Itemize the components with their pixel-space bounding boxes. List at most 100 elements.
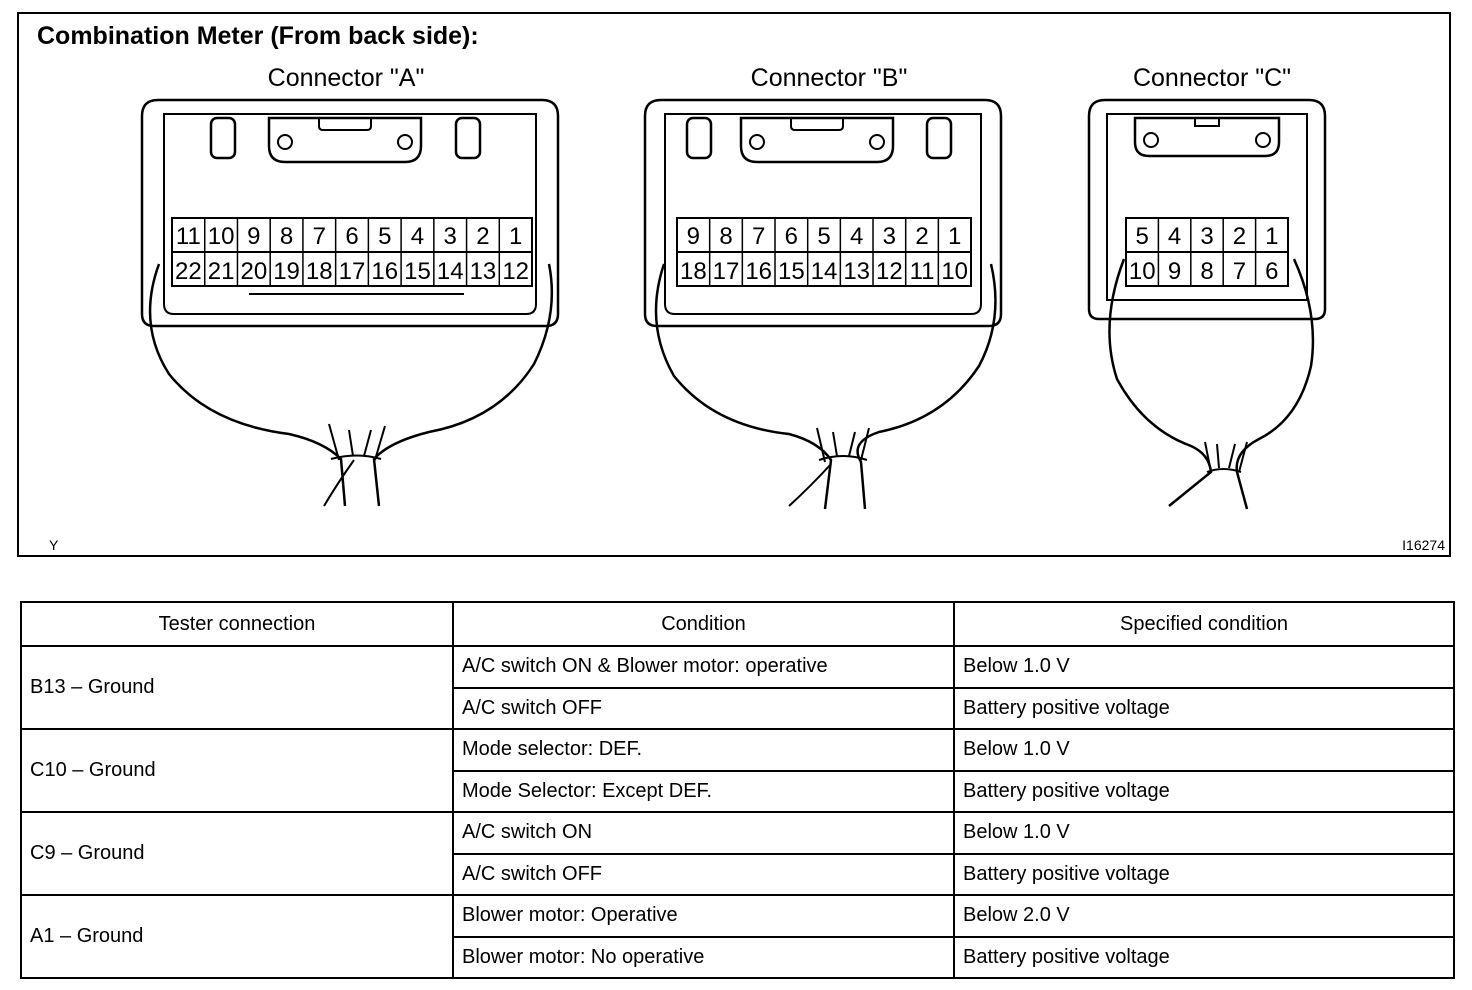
tester-connection-cell: C9 – Ground	[20, 811, 454, 896]
connector-a-clip-right	[454, 116, 482, 160]
connector-a-harness-right	[372, 263, 554, 507]
connector-b-clip-right	[925, 116, 953, 160]
connector-diagram: Combination Meter (From back side): Conn…	[17, 12, 1451, 557]
connector-b-housing	[643, 98, 1003, 328]
connector-b-inner	[664, 113, 982, 315]
connector-c-pin-10: 10	[1129, 258, 1156, 285]
connector-a-housing	[140, 98, 560, 328]
connector-c-label: Connector "C"	[1133, 64, 1291, 92]
connector-b-pin-10: 10	[941, 258, 968, 285]
connector-b-pin-1: 1	[948, 223, 961, 250]
specified-cell: Below 2.0 V	[953, 894, 1455, 938]
connector-a-pin-6: 6	[345, 223, 358, 250]
connector-b-pin-9: 9	[687, 223, 700, 250]
connector-b-label: Connector "B"	[751, 64, 908, 92]
connector-c-pin-9: 9	[1168, 258, 1181, 285]
connector-c-harness-right	[1235, 258, 1315, 510]
connector-c-hole-right	[1255, 132, 1271, 148]
condition-cell: A/C switch OFF	[452, 852, 955, 896]
connector-a-pin-10: 10	[208, 223, 235, 250]
connector-a-pin-1: 1	[509, 223, 522, 250]
connector-b-pin-8: 8	[719, 223, 732, 250]
connector-b-wire-bundle	[818, 455, 868, 461]
connector-a-pin-19: 19	[273, 258, 300, 285]
connector-b-pin-13: 13	[843, 258, 870, 285]
connector-c-notch	[1194, 118, 1220, 127]
connector-b-pin-15: 15	[778, 258, 805, 285]
condition-cell: A/C switch ON & Blower motor: operative	[452, 645, 955, 689]
connector-b-pin-18: 18	[680, 258, 707, 285]
connector-b-pin-4: 4	[850, 223, 863, 250]
specified-cell: Below 1.0 V	[953, 811, 1455, 855]
connector-a-pin-2: 2	[476, 223, 489, 250]
tester-connection-cell: C10 – Ground	[20, 728, 454, 813]
connector-b-pin-12: 12	[876, 258, 903, 285]
condition-cell: Mode selector: DEF.	[452, 728, 955, 772]
connector-c-wire-bundle	[1206, 468, 1242, 473]
connector-c-latch	[1133, 116, 1281, 158]
connector-a-pin-21: 21	[208, 258, 235, 285]
connector-b-harness-left	[654, 263, 833, 510]
condition-cell: Blower motor: Operative	[452, 894, 955, 938]
table-row: C10 – Ground Mode selector: DEF. Below 1…	[20, 728, 1455, 813]
specified-cell: Battery positive voltage	[953, 769, 1455, 813]
tester-connection-cell: A1 – Ground	[20, 894, 454, 979]
connector-b-pin-17: 17	[713, 258, 740, 285]
table-row: Mode Selector: Except DEF. Battery posit…	[21, 769, 1455, 813]
connector-c-pin-4: 4	[1168, 223, 1181, 250]
specified-cell: Below 1.0 V	[953, 645, 1455, 689]
specified-cell: Battery positive voltage	[953, 852, 1455, 896]
connector-a-wires	[323, 423, 386, 507]
connector-a-clip-left	[209, 116, 237, 160]
header-specified-condition: Specified condition	[953, 601, 1455, 647]
condition-cell: Mode Selector: Except DEF.	[452, 769, 955, 813]
figure-id: I16274	[1402, 537, 1445, 553]
header-condition: Condition	[452, 601, 955, 647]
connector-a-pin-13: 13	[470, 258, 497, 285]
table-row: A1 – Ground Blower motor: Operative Belo…	[20, 894, 1455, 979]
specified-cell: Battery positive voltage	[953, 686, 1455, 730]
connector-b-pin-2: 2	[915, 223, 928, 250]
diagram-canvas: Combination Meter (From back side): Conn…	[37, 22, 1445, 553]
condition-cell: A/C switch ON	[452, 811, 955, 855]
spec-table: Tester connection Condition Specified co…	[20, 601, 1455, 979]
connector-c-pin-7: 7	[1233, 258, 1246, 285]
table-row: Blower motor: No operative Battery posit…	[21, 935, 1455, 979]
connector-a-notch	[318, 118, 372, 131]
connector-a-pin-15: 15	[404, 258, 431, 285]
connector-a-pin-8: 8	[280, 223, 293, 250]
connector-b-pin-7: 7	[752, 223, 765, 250]
connector-b-wires	[788, 427, 870, 507]
connector-a-hole-right	[397, 134, 413, 150]
connector-c-hole-left	[1143, 132, 1159, 148]
connector-a-pin-16: 16	[371, 258, 398, 285]
condition-cell: A/C switch OFF	[452, 686, 955, 730]
connector-a-latch	[267, 116, 423, 164]
table-row: C9 – Ground A/C switch ON Below 1.0 V	[20, 811, 1455, 896]
connector-b-hole-left	[749, 134, 765, 150]
spec-header-row: Tester connection Condition Specified co…	[20, 601, 1455, 647]
specified-cell: Battery positive voltage	[953, 935, 1455, 979]
connector-a-pin-18: 18	[306, 258, 333, 285]
connector-b-pin-16: 16	[745, 258, 772, 285]
connector-c-pin-1: 1	[1265, 223, 1278, 250]
connector-c-pin-5: 5	[1136, 223, 1149, 250]
connector-a-hole-left	[277, 134, 293, 150]
connector-b-pin-3: 3	[883, 223, 896, 250]
connector-a-harness-left	[148, 263, 347, 507]
corner-mark: Y	[49, 537, 59, 553]
connector-a-pin-7: 7	[313, 223, 326, 250]
diagram-title: Combination Meter (From back side):	[37, 22, 479, 50]
connector-c-pin-2: 2	[1233, 223, 1246, 250]
connector-b-latch	[739, 116, 895, 164]
connector-b-pin-11: 11	[910, 258, 935, 285]
connector-a-pin-14: 14	[437, 258, 464, 285]
connector-b-hole-right	[869, 134, 885, 150]
connector-a-pin-3: 3	[444, 223, 457, 250]
connector-c-wires	[1204, 441, 1248, 473]
connector-a-pin-20: 20	[240, 258, 267, 285]
